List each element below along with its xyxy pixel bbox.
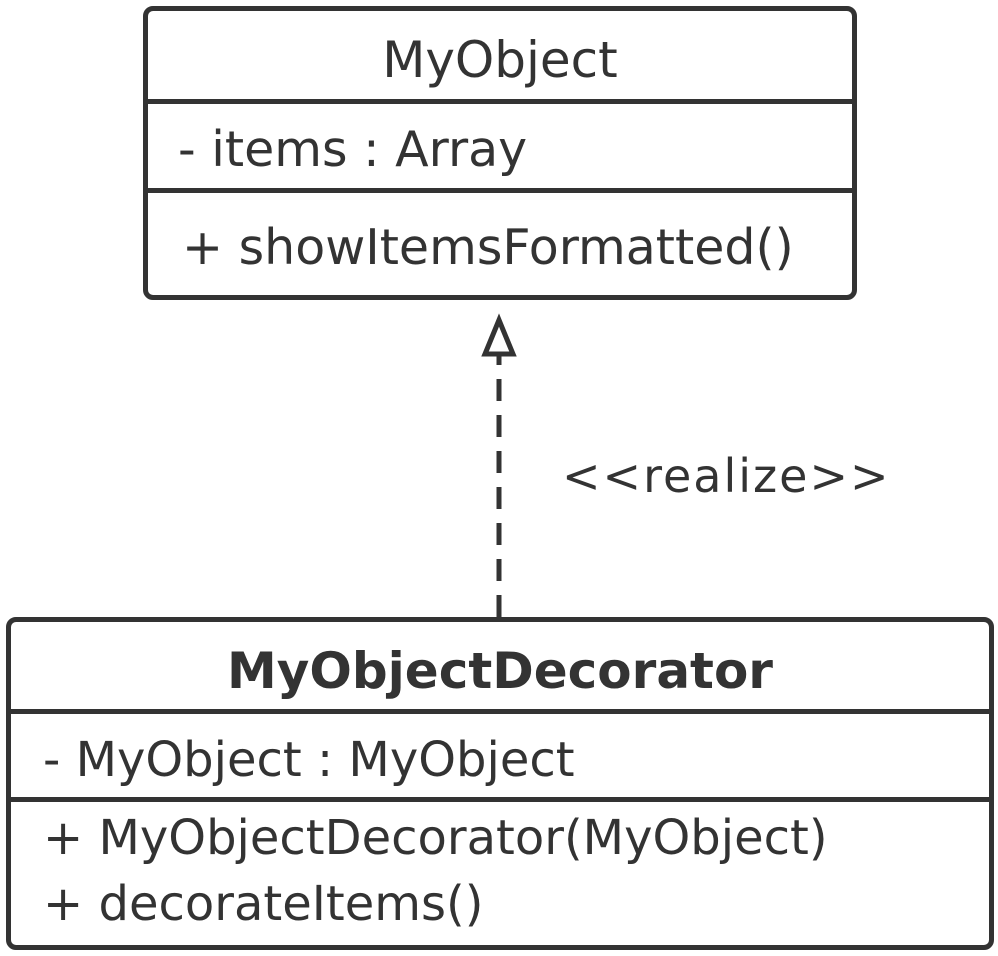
class-box-myobjectdecorator: MyObjectDecorator - MyObject : MyObject … xyxy=(6,617,994,950)
class-attributes-compartment: - MyObject : MyObject xyxy=(11,714,989,802)
class-attribute: - MyObject : MyObject xyxy=(43,732,575,788)
class-name-compartment: MyObjectDecorator xyxy=(11,622,989,714)
class-attributes-compartment: - items : Array xyxy=(148,104,852,193)
class-methods-compartment: + MyObjectDecorator(MyObject) + decorate… xyxy=(11,802,989,945)
relation-label: <<realize>> xyxy=(562,449,891,503)
class-box-myobject: MyObject - items : Array + showItemsForm… xyxy=(143,6,857,300)
class-method: + MyObjectDecorator(MyObject) xyxy=(43,810,828,866)
class-methods-compartment: + showItemsFormatted() xyxy=(148,193,852,295)
class-method: + showItemsFormatted() xyxy=(182,219,794,276)
class-name: MyObject xyxy=(382,31,618,89)
hollow-triangle-arrowhead-icon xyxy=(481,313,517,357)
class-name-compartment: MyObject xyxy=(148,11,852,104)
class-method: + decorateItems() xyxy=(43,876,484,932)
class-attribute: - items : Array xyxy=(178,121,528,178)
class-name: MyObjectDecorator xyxy=(227,642,773,700)
